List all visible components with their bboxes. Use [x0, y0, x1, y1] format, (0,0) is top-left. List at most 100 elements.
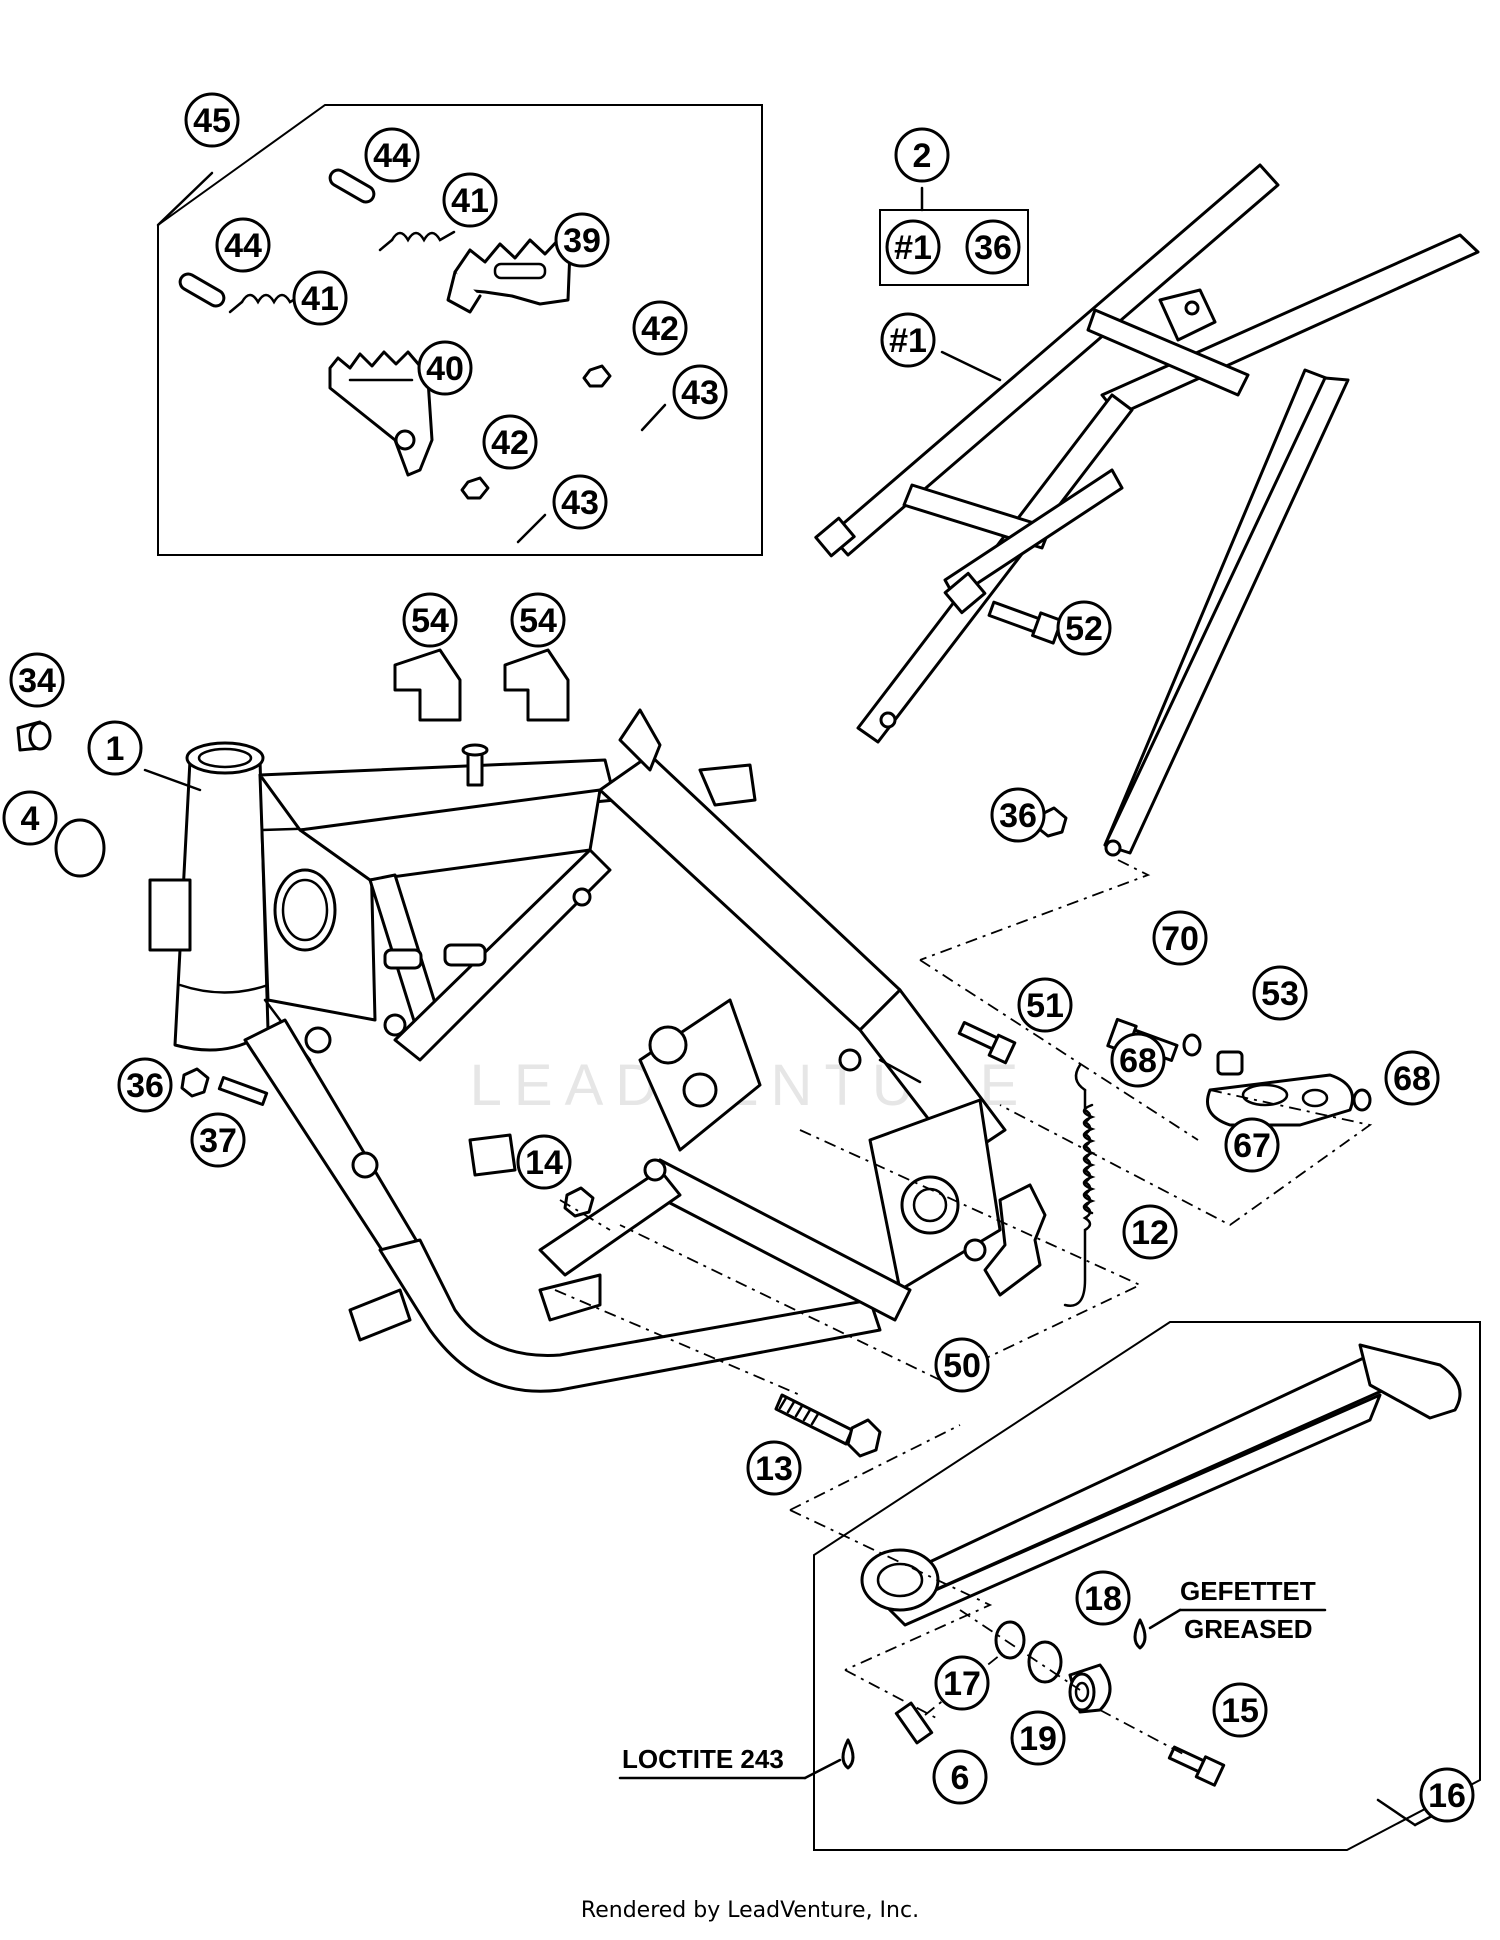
- callout-67: 67: [1224, 1117, 1280, 1173]
- callout-label: 40: [426, 350, 464, 388]
- callout-4: 4: [2, 790, 58, 846]
- callout-43b: 43: [552, 474, 608, 530]
- callout-label: 2: [913, 137, 932, 175]
- footpeg-39: [446, 236, 572, 314]
- callout-label: 52: [1065, 610, 1103, 648]
- callout-43a: 43: [672, 364, 728, 420]
- main-frame: [148, 708, 1007, 1393]
- callout-42b: 42: [482, 414, 538, 470]
- bolt-13: [774, 1393, 882, 1458]
- frame-small-parts: [16, 648, 1372, 1458]
- callout-68b: 68: [1384, 1050, 1440, 1106]
- callout-12: 12: [1122, 1204, 1178, 1260]
- callout-19: 19: [1010, 1710, 1066, 1766]
- pin-44-upper: [328, 168, 376, 204]
- footer-credit: Rendered by LeadVenture, Inc.: [580, 1898, 920, 1923]
- callout-label: 44: [373, 137, 411, 175]
- callout-label: 68: [1119, 1042, 1157, 1080]
- callout-53: 53: [1252, 965, 1308, 1021]
- callout-16: 16: [1419, 1767, 1475, 1823]
- callout-44b: 44: [215, 217, 271, 273]
- callout-label: 42: [641, 310, 679, 348]
- callout-68a: 68: [1110, 1032, 1166, 1088]
- callout-label: 13: [755, 1450, 793, 1488]
- callout-17: 17: [934, 1655, 990, 1711]
- callout-52: 52: [1056, 600, 1112, 656]
- plate-54-left: [393, 648, 462, 722]
- callout-label: 6: [951, 1759, 970, 1797]
- callout-label: 14: [525, 1144, 563, 1182]
- callout-label: 36: [999, 797, 1037, 835]
- callout-label: 41: [301, 280, 339, 318]
- callout-label: #1: [889, 322, 927, 360]
- callout-label: 45: [193, 102, 231, 140]
- callout-37: 37: [190, 1112, 246, 1168]
- callout-label: 18: [1084, 1580, 1122, 1618]
- callout-label: 43: [561, 484, 599, 522]
- callout-label: 44: [224, 227, 262, 265]
- callout-36a: 36: [965, 219, 1021, 275]
- callout-13: 13: [746, 1440, 802, 1496]
- leader-lines: [143, 768, 1417, 1827]
- callout-label: 51: [1026, 987, 1064, 1025]
- side-stand-group: GEFETTET GREASED LOCTITE 243: [618, 1321, 1481, 1851]
- callout-2: 2: [894, 127, 950, 183]
- callout-n1a: #1: [885, 219, 941, 275]
- subframe-group: [814, 163, 1480, 857]
- callout-15: 15: [1212, 1682, 1268, 1738]
- callout-40: 40: [417, 340, 473, 396]
- callout-label: 50: [943, 1347, 981, 1385]
- callout-label: 43: [681, 374, 719, 412]
- callout-label: 1: [106, 730, 125, 768]
- callout-50: 50: [934, 1337, 990, 1393]
- callout-45: 45: [184, 92, 240, 148]
- callout-label: 12: [1131, 1214, 1169, 1252]
- assembly-lines: [554, 859, 1373, 1756]
- bolt-52: [987, 600, 1063, 645]
- callout-label: 41: [451, 182, 489, 220]
- callout-34: 34: [9, 652, 65, 708]
- callout-label: 53: [1261, 975, 1299, 1013]
- callout-label: 54: [519, 602, 557, 640]
- callout-51: 51: [1017, 977, 1073, 1033]
- callout-18: 18: [1075, 1570, 1131, 1626]
- footpeg-40: [328, 350, 434, 477]
- callout-label: 39: [563, 222, 601, 260]
- nut-42-upper: [582, 364, 612, 388]
- callout-label: #1: [894, 229, 932, 267]
- callout-54a: 54: [402, 592, 458, 648]
- note-greased: GREASED: [1184, 1614, 1313, 1644]
- callout-label: 37: [199, 1122, 237, 1160]
- callout-label: 36: [126, 1067, 164, 1105]
- callout-54b: 54: [510, 592, 566, 648]
- callout-label: 67: [1233, 1127, 1271, 1165]
- callout-41b: 41: [292, 270, 348, 326]
- spring-41-lower: [228, 292, 306, 314]
- callout-42a: 42: [632, 300, 688, 356]
- spring-41-upper: [378, 230, 456, 252]
- callout-39: 39: [554, 212, 610, 268]
- callout-44a: 44: [364, 127, 420, 183]
- callout-41a: 41: [442, 172, 498, 228]
- callout-label: 34: [18, 662, 56, 700]
- callout-label: 36: [974, 229, 1012, 267]
- callout-label: 54: [411, 602, 449, 640]
- callout-1: 1: [87, 720, 143, 776]
- footpeg-kit-group: [156, 104, 763, 556]
- callout-label: 4: [21, 800, 40, 838]
- callout-label: 16: [1428, 1777, 1466, 1815]
- cotter-pin-43-lower: [516, 513, 547, 544]
- callout-70: 70: [1152, 910, 1208, 966]
- callout-label: 17: [943, 1665, 981, 1703]
- callout-label: 70: [1161, 920, 1199, 958]
- callout-n1b: #1: [880, 312, 936, 368]
- nut-42-lower: [460, 476, 490, 500]
- callout-label: 19: [1019, 1720, 1057, 1758]
- callout-36c: 36: [117, 1057, 173, 1113]
- callout-label: 42: [491, 424, 529, 462]
- plate-54-right: [503, 648, 570, 722]
- callout-36b: 36: [990, 787, 1046, 843]
- note-gefettet: GEFETTET: [1180, 1576, 1316, 1606]
- callout-6: 6: [932, 1749, 988, 1805]
